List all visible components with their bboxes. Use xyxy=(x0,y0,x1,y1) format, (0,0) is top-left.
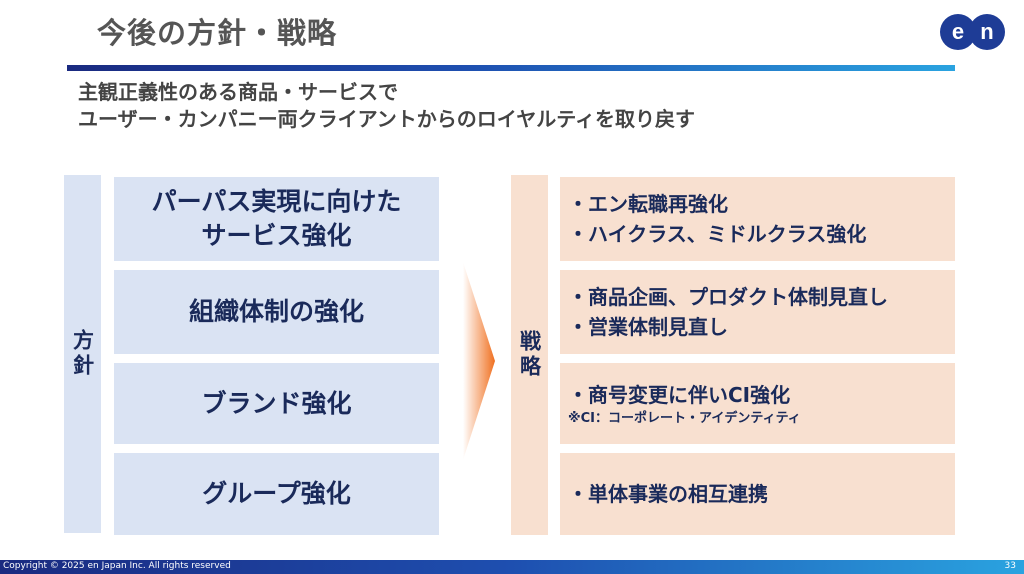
policy-item: パーパス実現に向けた サービス強化 xyxy=(114,177,439,261)
en-logo: e n xyxy=(940,14,1005,50)
right-arrow-icon xyxy=(463,262,495,460)
strategy-item-1-line-2: ・ハイクラス、ミドルクラス強化 xyxy=(568,222,867,246)
strategy-item: ・商品企画、プロダクト体制見直し ・営業体制見直し xyxy=(560,270,955,354)
strategy-label-panel: 戦略 xyxy=(511,175,548,535)
strategy-item-1-line-1: ・エン転職再強化 xyxy=(568,192,728,216)
policy-item: 組織体制の強化 xyxy=(114,270,439,354)
strategy-item-2-line-1: ・商品企画、プロダクト体制見直し xyxy=(568,285,888,309)
page-title: 今後の方針・戦略 xyxy=(97,16,338,50)
subtitle-line-2: ユーザー・カンパニー両クライアントからのロイヤルティを取り戻す xyxy=(78,107,695,131)
policy-item-1-line-2: サービス強化 xyxy=(201,221,352,250)
strategy-label: 戦略 xyxy=(517,330,542,380)
strategy-item-3-line-1: ・商号変更に伴いCI強化 xyxy=(568,382,791,407)
policy-item: ブランド強化 xyxy=(114,363,439,444)
subtitle-line-1: 主観正義性のある商品・サービスで xyxy=(78,80,398,104)
strategy-item-3-note: ※CI：コーポレート・アイデンティティ xyxy=(568,410,801,426)
policy-item-2: 組織体制の強化 xyxy=(188,297,364,326)
policy-label-panel: 方針 xyxy=(64,175,101,533)
subtitle: 主観正義性のある商品・サービスで ユーザー・カンパニー両クライアントからのロイヤ… xyxy=(78,79,695,133)
policy-label: 方針 xyxy=(70,329,95,379)
strategy-item-4-line-1: ・単体事業の相互連携 xyxy=(568,482,768,506)
logo-text-n: n xyxy=(980,19,993,44)
strategy-item: ・単体事業の相互連携 xyxy=(560,453,955,535)
policy-item-3: ブランド強化 xyxy=(201,388,352,418)
policy-item: グループ強化 xyxy=(114,453,439,535)
logo-text-e: e xyxy=(952,19,964,44)
policy-item-1-line-1: パーパス実現に向けた xyxy=(151,187,402,216)
page-number: 33 xyxy=(1004,561,1016,571)
footer-bar: Copyright © 2025 en Japan Inc. All right… xyxy=(0,560,1024,574)
strategy-item: ・商号変更に伴いCI強化 ※CI：コーポレート・アイデンティティ xyxy=(560,363,955,444)
strategy-item-2-line-2: ・営業体制見直し xyxy=(568,315,728,339)
strategy-item: ・エン転職再強化 ・ハイクラス、ミドルクラス強化 xyxy=(560,177,955,261)
policy-item-4: グループ強化 xyxy=(202,479,351,508)
copyright-text: Copyright © 2025 en Japan Inc. All right… xyxy=(3,561,231,571)
title-rule xyxy=(67,65,955,71)
